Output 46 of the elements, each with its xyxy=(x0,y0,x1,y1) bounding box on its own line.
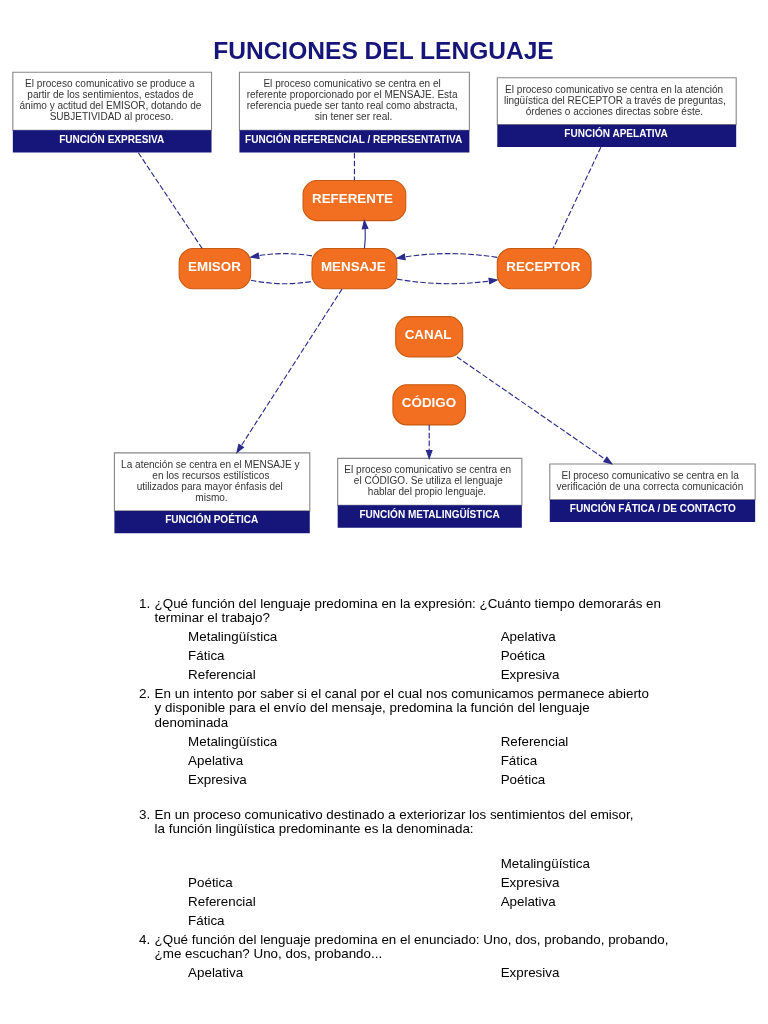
label: Expresiva xyxy=(500,874,560,890)
label: Poética xyxy=(500,771,546,787)
label: Metalingüística xyxy=(500,855,590,871)
label: Poética xyxy=(188,874,233,890)
label: Apelativa xyxy=(188,752,244,768)
label: En un proceso comunicativo destinado a exteriorizar los sentimientos del emisor, la función lingüística predominante es la denominada: xyxy=(154,806,634,837)
label: Apelativa xyxy=(188,965,244,981)
label: Apelativa xyxy=(500,893,556,909)
label: Poética xyxy=(500,648,546,664)
connector xyxy=(552,146,602,249)
label: En un intento por saber si el canal por el cual nos comunicamos permanece abierto y disponible para el envío del mensaje, predomina la función del lenguaje denominada xyxy=(154,685,650,730)
node-box: EMISOR xyxy=(178,248,252,290)
label: Referencial xyxy=(188,893,256,909)
label: Expresiva xyxy=(500,965,560,981)
label: 4. xyxy=(138,931,151,947)
label: 3. xyxy=(138,806,151,822)
label: Fática xyxy=(500,752,538,768)
label: 1. xyxy=(138,595,151,611)
diagram-title: FUNCIONES DEL LENGUAJE xyxy=(213,37,554,65)
connector xyxy=(353,152,355,181)
label: Metalingüística xyxy=(188,733,278,749)
label: Referencial xyxy=(500,733,569,749)
label: Apelativa xyxy=(500,629,556,645)
label: 2. xyxy=(138,685,151,701)
arrow xyxy=(236,288,343,454)
arrow xyxy=(249,252,313,260)
node-box: REFERENTE xyxy=(302,179,407,222)
label: Expresiva xyxy=(188,771,247,787)
label: Expresiva xyxy=(500,667,560,682)
label: ¿Qué función del lenguaje predomina en el enunciado: Uno, dos, probando, probando, ¿me escuchan? Uno, dos, probando... xyxy=(154,931,669,962)
arrow xyxy=(425,424,433,461)
node-box: MENSAJE xyxy=(311,248,398,290)
label: ¿Qué función del lenguaje predomina en la expresión: ¿Cuánto tiempo demorarás en terminar el trabajo? xyxy=(154,595,661,626)
connector xyxy=(137,152,203,250)
label: Fática xyxy=(188,648,225,664)
node-box: CÓDIGO xyxy=(392,384,467,426)
arrow xyxy=(396,277,499,285)
arrow xyxy=(395,253,498,261)
node-box: CANAL xyxy=(395,316,464,358)
label: Referencial xyxy=(188,667,256,682)
label: Fática xyxy=(188,912,225,928)
connector xyxy=(250,279,313,285)
label: Metalingüística xyxy=(188,629,278,645)
arrow xyxy=(361,219,369,249)
arrow xyxy=(456,356,614,465)
node-box: RECEPTOR xyxy=(496,248,592,290)
